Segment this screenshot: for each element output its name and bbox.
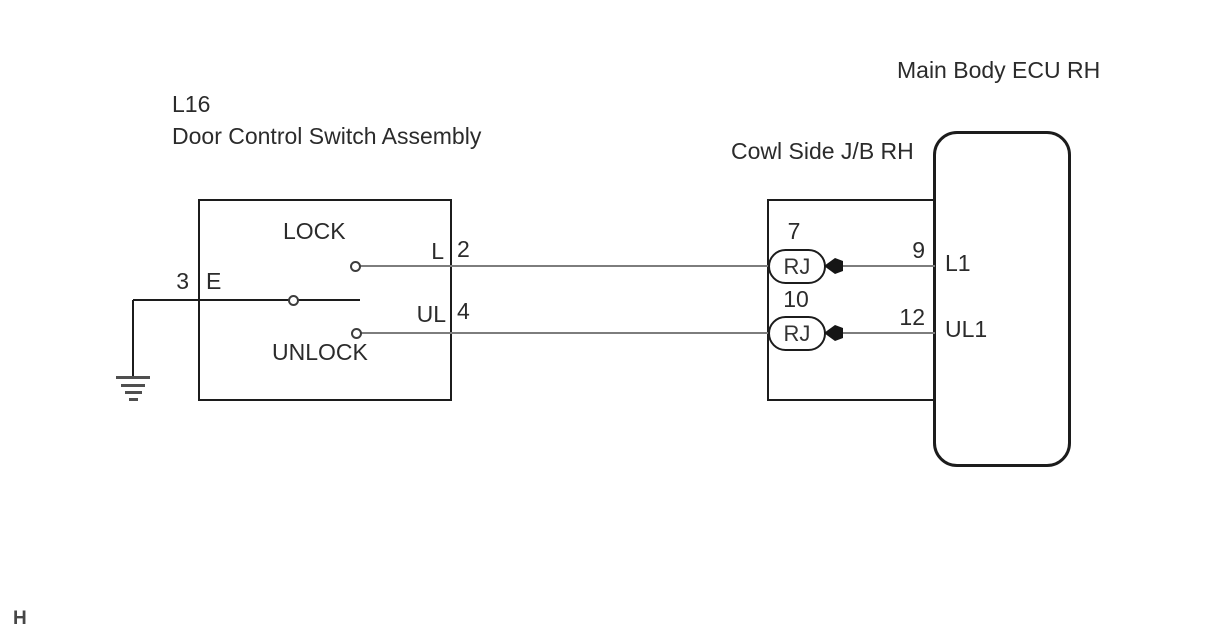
pin-9-label: 9	[912, 237, 925, 263]
rj-connector-2: RJ	[768, 316, 826, 351]
switch-ref-code: L16	[172, 91, 211, 117]
ecu-name-label: Main Body ECU RH	[897, 57, 1101, 83]
pin-4-label: 4	[457, 298, 470, 324]
common-contact-circle	[288, 295, 299, 306]
wire-arrowhead-icon	[824, 325, 843, 341]
pin-12-label: 12	[899, 304, 925, 330]
switch-name-label: Door Control Switch Assembly	[172, 123, 482, 149]
junction-block-name-label: Cowl Side J/B RH	[731, 138, 914, 164]
unlock-signal-wire	[361, 332, 770, 334]
ground-wire-riser	[132, 300, 134, 377]
pin-l-label: L	[431, 238, 444, 264]
switch-lever	[298, 299, 360, 301]
lock-wire-to-ecu	[842, 265, 935, 267]
pin-ul1-label: UL1	[945, 316, 988, 342]
pin-e-label: E	[206, 268, 222, 294]
pin-l1-label: L1	[945, 250, 971, 276]
wire-arrowhead-icon	[824, 258, 843, 274]
rj-connector-1: RJ	[768, 249, 826, 284]
ecu-box	[933, 131, 1071, 467]
pin-10-label: 10	[783, 286, 809, 312]
pin-7-label: 7	[787, 218, 801, 244]
lock-contact-circle	[350, 261, 361, 272]
rj-connector-2-label: RJ	[783, 320, 811, 346]
pin-3-label: 3	[176, 268, 189, 294]
unlock-wire-to-ecu	[842, 332, 935, 334]
lock-signal-wire	[360, 265, 770, 267]
page-corner-marker: H	[13, 608, 27, 629]
pin-ul-label: UL	[416, 301, 446, 327]
ground-wire-horizontal	[133, 299, 290, 301]
rj-connector-1-label: RJ	[783, 253, 811, 279]
unlock-contact-circle	[351, 328, 362, 339]
unlock-position-label: UNLOCK	[272, 339, 368, 365]
pin-2-label: 2	[457, 236, 470, 262]
lock-position-label: LOCK	[283, 218, 346, 244]
